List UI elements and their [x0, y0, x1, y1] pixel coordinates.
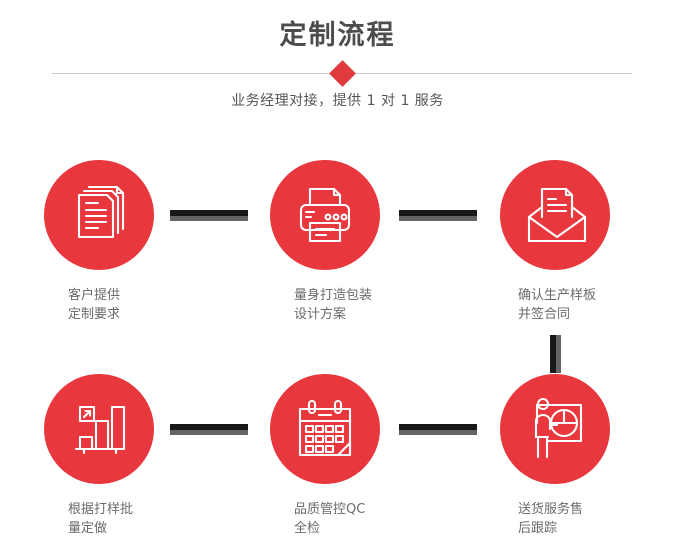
step-4-caption: 根据打样批 量定做: [68, 502, 134, 536]
step-5-circle[interactable]: [270, 374, 380, 484]
page-subtitle: 业务经理对接，提供 1 对 1 服务: [231, 93, 444, 109]
step-2-caption: 量身打造包装 设计方案: [294, 288, 373, 322]
title-divider: [52, 60, 632, 87]
step-3-caption: 确认生产样板 并签合同: [518, 288, 597, 322]
connector-bar: [399, 210, 477, 216]
connector-step4-step5: [170, 424, 248, 435]
connector-bar: [170, 210, 248, 216]
connector-shadow: [170, 430, 248, 435]
connector-shadow: [399, 430, 477, 435]
connector-bar: [399, 424, 477, 430]
step-5-caption: 品质管控QC 全检: [294, 502, 366, 536]
connector-bar: [550, 335, 556, 373]
step-6-circle[interactable]: [500, 374, 610, 484]
connector-shadow: [170, 216, 248, 221]
connector-step1-step2: [170, 210, 248, 221]
connector-step5-step6: [399, 424, 477, 435]
connector-shadow: [399, 216, 477, 221]
page-title: 定制流程: [279, 20, 396, 51]
connector-bar: [170, 424, 248, 430]
connector-step2-step3: [399, 210, 477, 221]
step-1-caption: 客户提供 定制要求: [68, 288, 121, 322]
step-4-circle[interactable]: [44, 374, 154, 484]
step-1-circle[interactable]: [44, 160, 154, 270]
connector-step3-step6: [550, 335, 561, 373]
step-2-circle[interactable]: [270, 160, 380, 270]
step-6-caption: 送货服务售 后跟踪: [518, 502, 584, 536]
step-3-circle[interactable]: [500, 160, 610, 270]
connector-shadow: [556, 335, 561, 373]
header: 定制流程 业务经理对接，提供 1 对 1 服务: [0, 0, 675, 130]
